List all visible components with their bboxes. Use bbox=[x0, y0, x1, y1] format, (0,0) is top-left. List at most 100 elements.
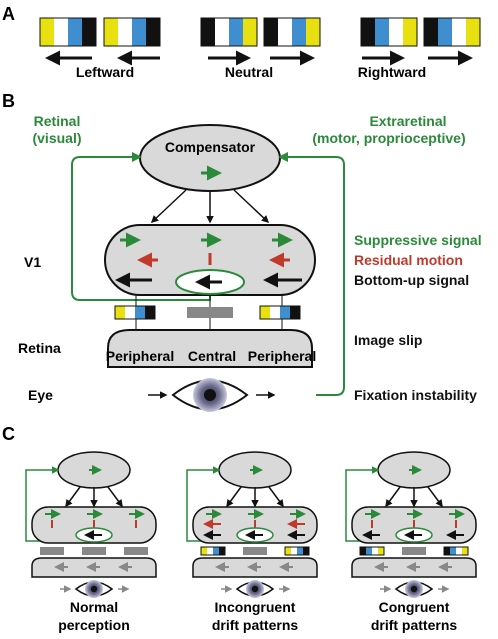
stripe-yellow bbox=[466, 18, 481, 46]
stripe-black bbox=[290, 306, 301, 319]
stripe-black bbox=[145, 306, 156, 319]
eye-label: Eye bbox=[28, 387, 53, 403]
retina-region-central: Central bbox=[188, 348, 236, 364]
stripe-blue bbox=[297, 547, 304, 555]
mini-down-arrow-0 bbox=[226, 486, 242, 508]
retinal-label-line2: (visual) bbox=[32, 130, 81, 146]
stripe-blue bbox=[68, 18, 83, 46]
mini-eye-pupil bbox=[90, 585, 98, 593]
panel-a-pattern-1-1 bbox=[263, 17, 321, 47]
mini-diagram-0 bbox=[25, 451, 157, 598]
stripe-border bbox=[200, 17, 258, 47]
stripe-white bbox=[278, 18, 293, 46]
mini-down-arrow-2 bbox=[427, 486, 443, 508]
panel-a-stripe-patterns bbox=[39, 17, 481, 47]
stripe-yellow bbox=[40, 18, 55, 46]
comp-to-v1-right bbox=[233, 189, 270, 224]
legend-bottom-up: Bottom-up signal bbox=[354, 272, 469, 288]
stripe-white bbox=[207, 547, 214, 555]
retina-region-peripheral-right: Peripheral bbox=[248, 348, 316, 364]
stripe-yellow bbox=[378, 547, 385, 555]
stripe-white bbox=[389, 18, 404, 46]
mini-down-arrow-2 bbox=[107, 486, 123, 508]
retinal-label-line1: Retinal bbox=[34, 113, 81, 129]
stripe-yellow bbox=[243, 18, 258, 46]
mini-slip-left bbox=[200, 546, 226, 556]
stripe-blue bbox=[132, 18, 147, 46]
mini-slip-center bbox=[243, 547, 267, 555]
stripe-yellow bbox=[260, 306, 271, 319]
condition-congruent-line1: Congruent bbox=[379, 599, 450, 615]
stripe-blue bbox=[213, 547, 220, 555]
stripe-border bbox=[443, 546, 469, 556]
stripe-blue bbox=[438, 18, 453, 46]
stripe-border bbox=[284, 546, 310, 556]
stripe-black bbox=[146, 18, 161, 46]
stripe-black bbox=[444, 547, 451, 555]
image-slip-right-pattern bbox=[259, 305, 301, 320]
condition-congruent-line2: drift patterns bbox=[371, 617, 458, 633]
stripe-white bbox=[372, 547, 379, 555]
stripe-black bbox=[360, 547, 367, 555]
extraretinal-feedback-loop bbox=[278, 152, 345, 396]
mini-down-arrow-0 bbox=[65, 486, 81, 508]
eye-pupil bbox=[204, 389, 216, 401]
mini-down-arrow-0 bbox=[385, 486, 401, 508]
stripe-black bbox=[424, 18, 439, 46]
panel-c-mini-diagrams bbox=[25, 451, 477, 598]
legend-suppressive: Suppressive signal bbox=[354, 232, 482, 248]
stripe-blue bbox=[280, 306, 291, 319]
panel-a-pattern-2-1 bbox=[423, 17, 481, 47]
image-slip-left-pattern bbox=[114, 305, 156, 320]
extraretinal-label-line1: Extraretinal bbox=[369, 113, 446, 129]
stripe-blue bbox=[229, 18, 244, 46]
legend-residual: Residual motion bbox=[354, 252, 463, 268]
compensator-label: Compensator bbox=[165, 139, 256, 155]
stripe-black bbox=[303, 547, 310, 555]
condition-normal-line1: Normal bbox=[70, 599, 118, 615]
retinal-feedback-loop bbox=[71, 152, 211, 301]
stripe-border bbox=[423, 17, 481, 47]
stripe-white bbox=[452, 18, 467, 46]
mini-slip-center bbox=[402, 547, 426, 555]
mini-slip-left bbox=[359, 546, 385, 556]
stripe-white bbox=[270, 306, 281, 319]
stripe-white bbox=[54, 18, 69, 46]
stripe-white bbox=[291, 547, 298, 555]
mini-eye-pupil bbox=[251, 585, 259, 593]
mini-diagram-1 bbox=[186, 451, 318, 598]
panel-b-label: B bbox=[2, 91, 15, 111]
panel-a-pattern-0-0 bbox=[39, 17, 97, 47]
panel-a-pattern-2-0 bbox=[360, 17, 418, 47]
central-gray-bar bbox=[187, 307, 233, 318]
panel-a-rightward-label: Rightward bbox=[358, 64, 426, 80]
stripe-border bbox=[259, 305, 301, 320]
condition-incongruent-line2: drift patterns bbox=[212, 617, 299, 633]
stripe-border bbox=[360, 17, 418, 47]
comp-to-v1-left bbox=[150, 189, 187, 224]
retina-label: Retina bbox=[18, 340, 61, 356]
mini-gray-bar-0 bbox=[40, 547, 64, 555]
extraretinal-label-line2: (motor, proprioceptive) bbox=[312, 130, 465, 146]
stripe-white bbox=[118, 18, 133, 46]
stripe-yellow bbox=[403, 18, 418, 46]
stripe-blue bbox=[450, 547, 457, 555]
stripe-border bbox=[103, 17, 161, 47]
stripe-border bbox=[39, 17, 97, 47]
mini-gray-bar-2 bbox=[124, 547, 148, 555]
image-slip-patterns bbox=[114, 305, 301, 320]
stripe-black bbox=[82, 18, 97, 46]
panel-a-leftward-label: Leftward bbox=[76, 64, 134, 80]
mini-slip-right bbox=[443, 546, 469, 556]
stripe-border bbox=[200, 546, 226, 556]
legend-fixation: Fixation instability bbox=[354, 387, 477, 403]
mini-gray-bar-1 bbox=[82, 547, 106, 555]
stripe-yellow bbox=[306, 18, 321, 46]
panel-c-label: C bbox=[2, 424, 15, 444]
stripe-black bbox=[201, 18, 216, 46]
stripe-yellow bbox=[201, 547, 208, 555]
retina-shape bbox=[107, 329, 313, 368]
compensator-ellipse bbox=[139, 124, 281, 192]
stripe-blue bbox=[135, 306, 146, 319]
